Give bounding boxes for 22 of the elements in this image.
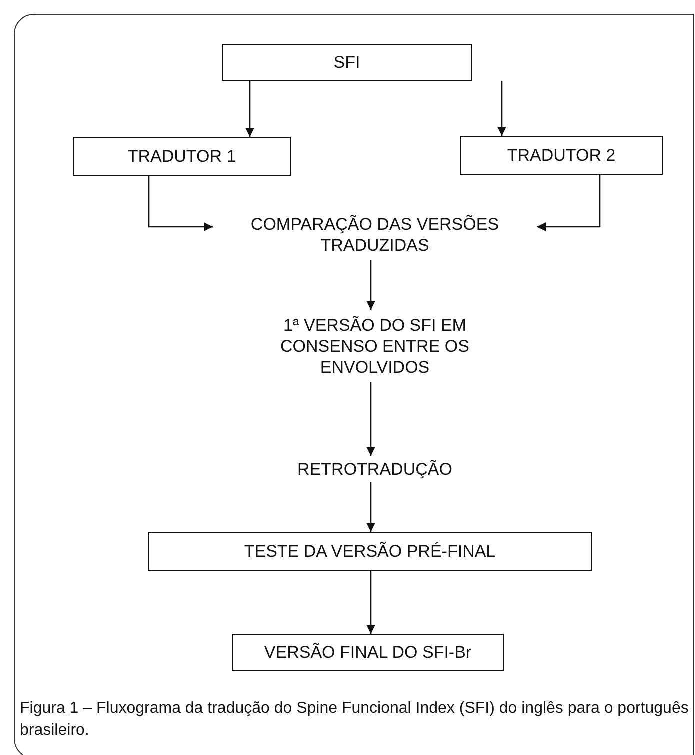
process-box — [73, 137, 291, 176]
arrow — [366, 260, 376, 310]
process-box — [460, 136, 663, 175]
arrow — [537, 175, 601, 232]
arrow — [148, 176, 213, 232]
figure-caption: Figura 1 – Fluxograma da tradução do Spine Funcional Index (SFI) do inglês para o português brasileiro. — [20, 699, 690, 741]
step-text: RETROTRADUÇÃO — [298, 458, 452, 480]
box-label: TESTE DA VERSÃO PRÉ-FINAL — [244, 541, 496, 562]
box-label: TRADUTOR 2 — [507, 145, 616, 166]
arrow — [366, 482, 376, 532]
step-text: COMPARAÇÃO DAS VERSÕES TRADUZIDAS — [250, 214, 500, 256]
process-box — [232, 634, 504, 671]
box-label: VERSÃO FINAL DO SFI-Br — [264, 642, 472, 663]
arrow — [366, 571, 376, 634]
process-box — [148, 532, 592, 571]
arrow — [246, 81, 254, 137]
step-text: 1ª VERSÃO DO SFI EM CONSENSO ENTRE OS ENVOLVIDOS — [280, 314, 470, 378]
box-label: SFI — [334, 52, 360, 73]
process-box — [222, 44, 472, 81]
box-label: TRADUTOR 1 — [128, 146, 236, 167]
arrow — [498, 81, 506, 136]
arrow — [366, 382, 376, 456]
